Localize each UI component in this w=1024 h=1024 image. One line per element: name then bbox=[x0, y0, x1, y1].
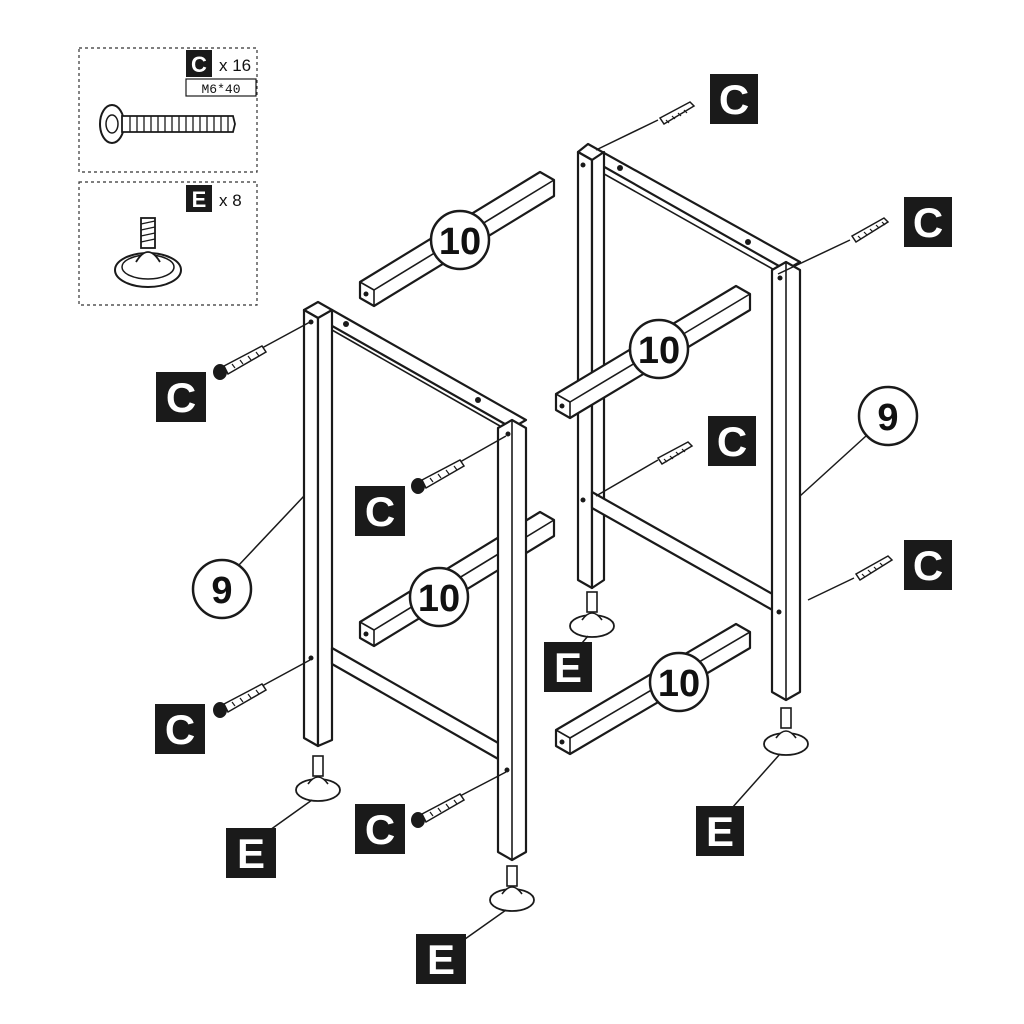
svg-text:C: C bbox=[365, 488, 395, 535]
svg-text:10: 10 bbox=[638, 330, 680, 372]
foot-e-front-right bbox=[457, 865, 535, 945]
badge-e-4: E bbox=[416, 934, 466, 984]
front-side-panel bbox=[302, 300, 528, 862]
legend-foot-qty: x 8 bbox=[219, 191, 242, 210]
parts-legend: C x 16 M6*40 E x 8 bbox=[78, 47, 258, 306]
legend-screw-spec-box bbox=[185, 78, 257, 97]
legend-screw-spec: M6*40 bbox=[201, 82, 240, 97]
svg-text:C: C bbox=[913, 199, 943, 246]
legend-screw-code: C bbox=[191, 52, 207, 77]
svg-text:C: C bbox=[719, 76, 749, 123]
rear-side-panel bbox=[576, 142, 802, 702]
legend-foot-code: E bbox=[192, 187, 207, 212]
screw-icon bbox=[99, 104, 236, 144]
callout-10-bottom-rear: 10 bbox=[408, 566, 470, 628]
svg-text:10: 10 bbox=[658, 663, 700, 705]
callout-9-left: 9 bbox=[191, 558, 253, 620]
screw-c-mid-front bbox=[411, 435, 507, 494]
callout-10-top-front: 10 bbox=[628, 318, 690, 380]
svg-text:9: 9 bbox=[211, 570, 232, 612]
screw-c-bottom-left bbox=[213, 659, 311, 718]
svg-text:C: C bbox=[165, 706, 195, 753]
callout-9-right: 9 bbox=[857, 385, 919, 447]
screw-c-top-right bbox=[777, 217, 890, 275]
legend-foot-code-box bbox=[186, 185, 212, 212]
badge-c-4: C bbox=[708, 416, 756, 466]
svg-text:9: 9 bbox=[877, 397, 898, 439]
screw-c-top-rear bbox=[595, 101, 696, 151]
svg-text:C: C bbox=[717, 418, 747, 465]
screw-c-bottom-right bbox=[807, 555, 894, 601]
callout-10-top-rear: 10 bbox=[429, 209, 491, 271]
foot-e-rear-right bbox=[731, 707, 809, 809]
badge-c-2: C bbox=[904, 197, 952, 247]
callout-10-bottom-front: 10 bbox=[648, 651, 710, 713]
badge-c-5: C bbox=[355, 486, 405, 536]
svg-text:E: E bbox=[427, 936, 455, 983]
svg-text:E: E bbox=[237, 830, 265, 877]
badge-e-2: E bbox=[226, 828, 276, 878]
svg-text:E: E bbox=[706, 808, 734, 855]
badge-e-3: E bbox=[696, 806, 744, 856]
svg-text:C: C bbox=[365, 806, 395, 853]
legend-box-foot bbox=[78, 181, 258, 306]
badge-c-6: C bbox=[904, 540, 952, 590]
screw-c-top-left bbox=[213, 321, 311, 380]
svg-text:10: 10 bbox=[439, 221, 481, 263]
legend-screw-code-box bbox=[186, 50, 212, 77]
foot-e-rear-left bbox=[569, 591, 615, 651]
svg-text:C: C bbox=[166, 374, 196, 421]
screw-c-bottom-front bbox=[411, 771, 507, 828]
legend-screw-qty: x 16 bbox=[219, 56, 251, 75]
badge-c-1: C bbox=[710, 74, 758, 124]
foot-e-front-left bbox=[269, 755, 341, 831]
badge-c-7: C bbox=[155, 704, 205, 754]
svg-text:10: 10 bbox=[418, 578, 460, 620]
legend-box-screw bbox=[78, 47, 258, 173]
screw-c-mid-rear bbox=[595, 441, 694, 497]
leader-9-left bbox=[237, 495, 305, 567]
leveling-foot-icon bbox=[114, 217, 182, 288]
badge-c-8: C bbox=[355, 804, 405, 854]
svg-text:E: E bbox=[554, 644, 582, 691]
badge-e-1: E bbox=[544, 642, 592, 692]
leader-9-right bbox=[799, 435, 867, 497]
badge-c-3: C bbox=[156, 372, 206, 422]
svg-text:C: C bbox=[913, 542, 943, 589]
